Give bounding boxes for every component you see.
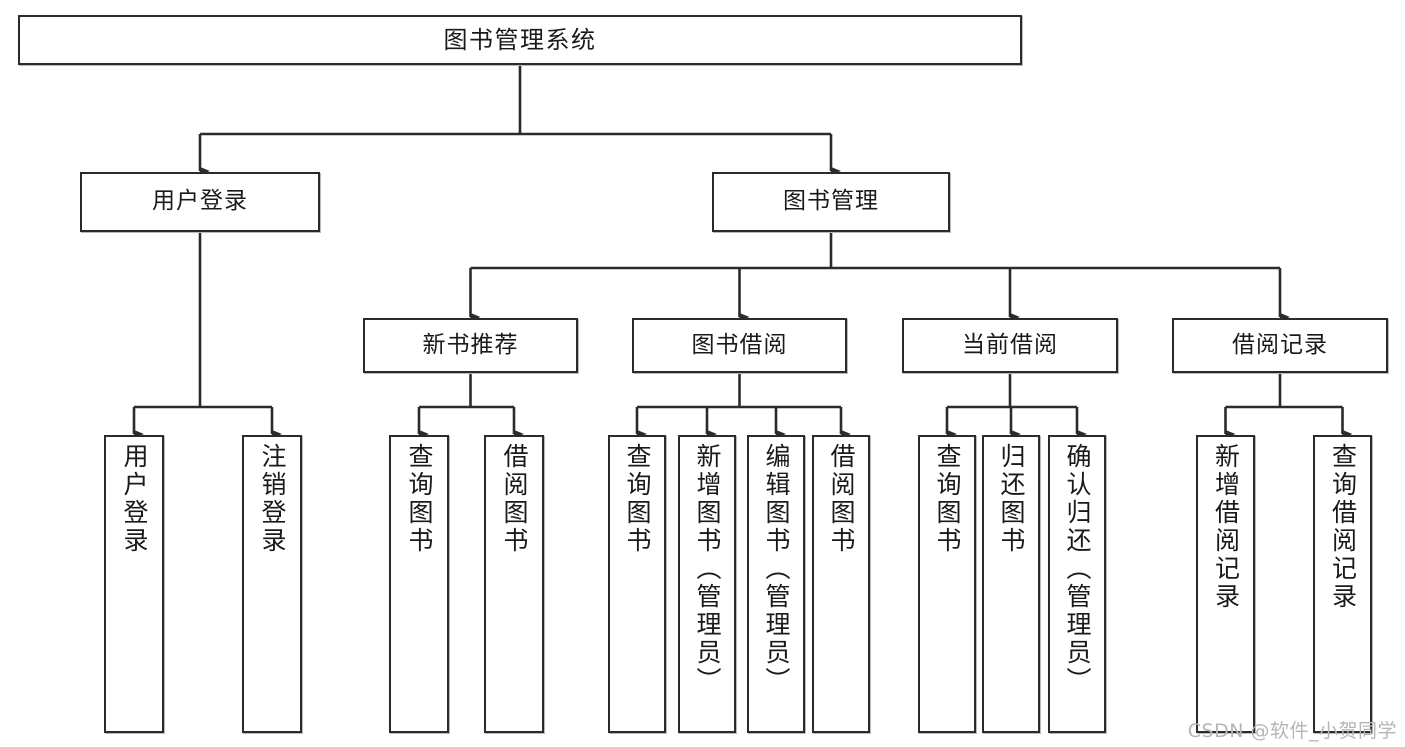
watermark: CSDN @软件_小贺同学 bbox=[1187, 720, 1397, 742]
node-leaf-logout-login-label: 注销登录 bbox=[258, 443, 287, 555]
node-leaf-query-book-2[interactable]: 查询图书 bbox=[608, 435, 666, 733]
node-leaf-add-borrow-record[interactable]: 新增借阅记录 bbox=[1196, 435, 1255, 733]
node-leaf-confirm-return-admin-label: 确认归还（管理员） bbox=[1063, 443, 1092, 695]
node-leaf-user-login[interactable]: 用户登录 bbox=[104, 435, 164, 733]
node-leaf-logout-login[interactable]: 注销登录 bbox=[242, 435, 302, 733]
node-leaf-edit-book-admin-label: 编辑图书（管理员） bbox=[762, 443, 791, 695]
node-leaf-borrow-book-1-label: 借阅图书 bbox=[500, 443, 529, 555]
node-new-book-rec[interactable]: 新书推荐 bbox=[363, 318, 578, 373]
node-leaf-borrow-book-2-label: 借阅图书 bbox=[827, 443, 856, 555]
node-book-borrow[interactable]: 图书借阅 bbox=[632, 318, 847, 373]
node-leaf-query-book-3-label: 查询图书 bbox=[933, 443, 962, 555]
node-new-book-rec-label: 新书推荐 bbox=[422, 331, 519, 358]
node-user-login-label: 用户登录 bbox=[152, 188, 248, 215]
node-leaf-edit-book-admin[interactable]: 编辑图书（管理员） bbox=[747, 435, 805, 733]
node-borrow-record-label: 借阅记录 bbox=[1232, 331, 1328, 358]
node-leaf-add-book-admin[interactable]: 新增图书（管理员） bbox=[678, 435, 736, 733]
node-current-borrow[interactable]: 当前借阅 bbox=[902, 318, 1118, 373]
node-leaf-query-book-3[interactable]: 查询图书 bbox=[918, 435, 976, 733]
node-current-borrow-label: 当前借阅 bbox=[962, 331, 1058, 358]
node-leaf-query-book-1-label: 查询图书 bbox=[405, 443, 434, 555]
node-leaf-confirm-return-admin[interactable]: 确认归还（管理员） bbox=[1048, 435, 1106, 733]
node-book-manage-label: 图书管理 bbox=[783, 188, 879, 215]
node-leaf-query-book-1[interactable]: 查询图书 bbox=[389, 435, 449, 733]
node-leaf-query-book-2-label: 查询图书 bbox=[623, 443, 652, 555]
node-root[interactable]: 图书管理系统 bbox=[18, 15, 1022, 65]
node-leaf-query-borrow-record[interactable]: 查询借阅记录 bbox=[1313, 435, 1372, 733]
node-leaf-query-borrow-record-label: 查询借阅记录 bbox=[1328, 443, 1358, 611]
node-leaf-add-book-admin-label: 新增图书（管理员） bbox=[693, 443, 722, 695]
node-leaf-return-book-label: 归还图书 bbox=[997, 443, 1026, 555]
node-root-label: 图书管理系统 bbox=[443, 25, 597, 54]
node-user-login[interactable]: 用户登录 bbox=[80, 172, 320, 232]
node-leaf-return-book[interactable]: 归还图书 bbox=[982, 435, 1040, 733]
node-leaf-borrow-book-2[interactable]: 借阅图书 bbox=[812, 435, 870, 733]
node-leaf-borrow-book-1[interactable]: 借阅图书 bbox=[484, 435, 544, 733]
node-book-manage[interactable]: 图书管理 bbox=[712, 172, 950, 232]
node-borrow-record[interactable]: 借阅记录 bbox=[1172, 318, 1388, 373]
node-book-borrow-label: 图书借阅 bbox=[691, 331, 788, 358]
node-leaf-user-login-label: 用户登录 bbox=[120, 443, 149, 555]
node-leaf-add-borrow-record-label: 新增借阅记录 bbox=[1211, 443, 1241, 611]
